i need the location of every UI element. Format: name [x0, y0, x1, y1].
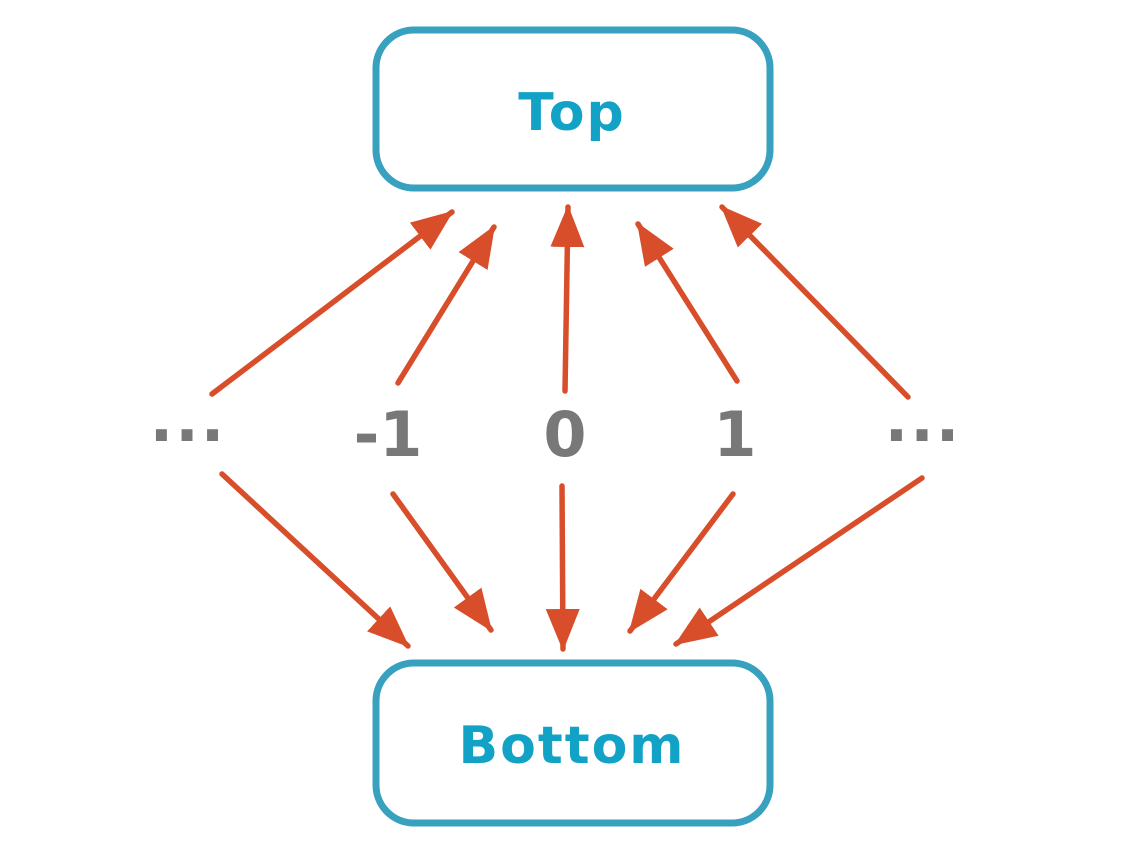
edge-ellipsis-left-to-bottom: [219, 471, 411, 649]
node-label-minus-one: -1: [354, 398, 423, 471]
edge-one-to-bottom: [627, 491, 736, 634]
edge-zero-to-bottom: [545, 483, 580, 652]
node-label-ellipsis-right: ...: [885, 383, 962, 456]
edge-minus-one-to-top: [395, 224, 497, 386]
edge-zero-to-top: [550, 204, 585, 394]
node-label-zero: 0: [543, 398, 586, 471]
edge-one-to-top: [635, 221, 740, 384]
bottom-node-box: [372, 659, 774, 827]
node-label-one: 1: [713, 398, 756, 471]
edge-ellipsis-right-to-top: [719, 204, 911, 400]
bottom-node-label: Bottom: [459, 716, 686, 776]
edge-ellipsis-left-to-top: [209, 209, 455, 397]
edge-ellipsis-right-to-bottom: [673, 475, 925, 647]
edge-minus-one-to-bottom: [390, 491, 494, 633]
top-node-box: [372, 26, 774, 192]
top-node-label: Top: [518, 83, 626, 143]
